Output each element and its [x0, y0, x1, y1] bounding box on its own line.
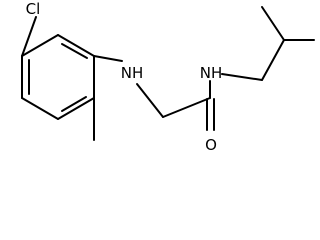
amine-nh-label: NH: [121, 64, 144, 82]
ch2-to-ch-bond: [261, 39, 285, 81]
chloro-bond: [21, 16, 37, 57]
ring-to-nh-bond: [93, 55, 123, 62]
amide-nh-label: NH: [200, 64, 223, 82]
ring-double-bond: [61, 43, 88, 59]
nh-to-ch2-bond: [136, 83, 164, 118]
ring-bond: [57, 97, 95, 120]
structure-diagram: Cl NH NH O: [21, 0, 315, 154]
ch-to-methyl-bond: [261, 6, 285, 41]
chlorine-label: Cl: [26, 0, 41, 18]
ring-bond: [21, 97, 59, 120]
amide-nh-to-ch2-bond: [221, 73, 263, 81]
carbonyl-oxygen-label: O: [205, 136, 217, 154]
ring-double-bond: [61, 96, 87, 112]
ring-bond: [57, 34, 95, 57]
ring-bond: [21, 34, 59, 57]
ch2-to-carbonyl-bond: [162, 97, 211, 118]
benzene-ring: [21, 34, 95, 120]
